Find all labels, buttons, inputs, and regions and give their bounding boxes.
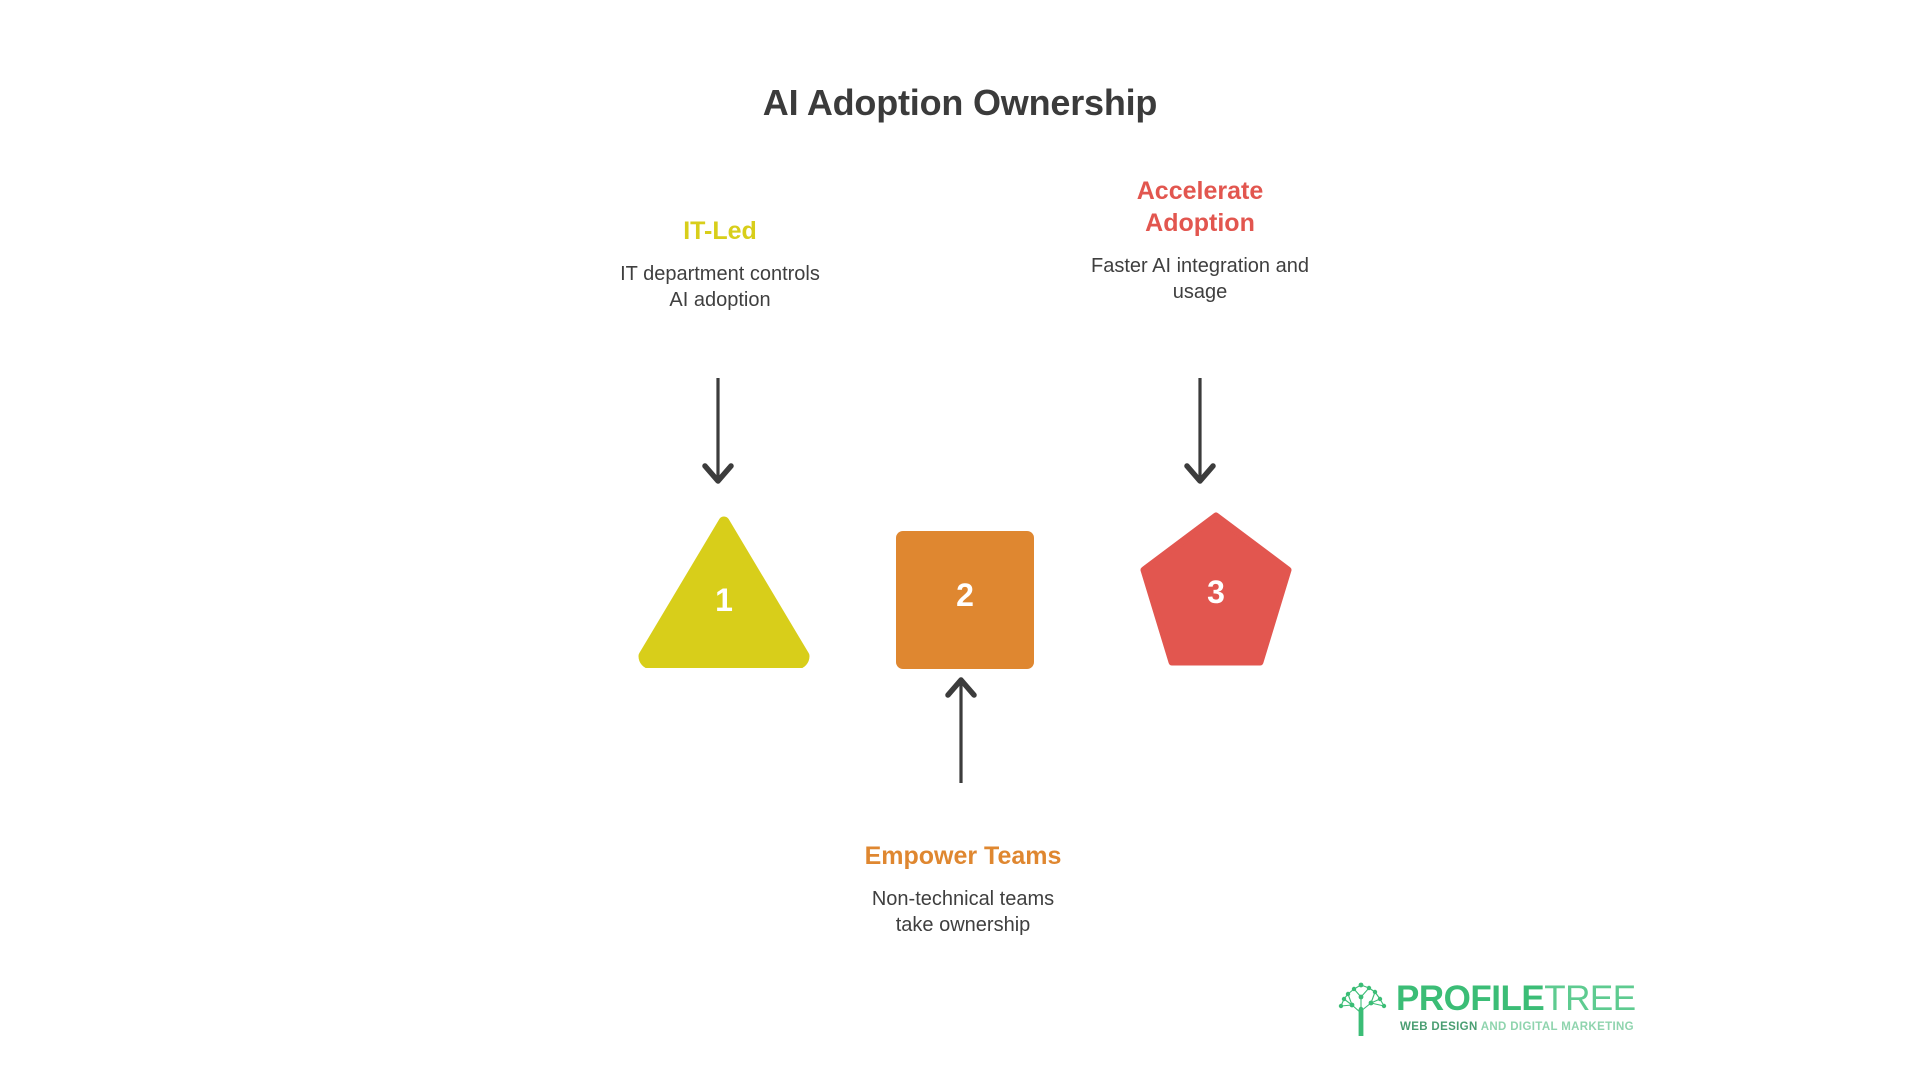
step-1-label-block: IT-Led IT department controls AI adoptio… [575, 215, 865, 314]
step-3-description-line-1: Faster AI integration and [1091, 255, 1309, 277]
step-3-arrow [1182, 378, 1218, 495]
step-2-description-line-2: take ownership [895, 914, 1031, 937]
logo-tagline: WEB DESIGN AND DIGITAL MARKETING [1400, 1021, 1634, 1033]
step-1-description-line-1: IT department controls [620, 263, 820, 285]
logo-wordmark: PROFILETREE [1396, 981, 1636, 1016]
logo-word-profile: PROFILE [1396, 979, 1545, 1018]
step-2-number: 2 [956, 577, 974, 613]
logo-tagline-light: DIGITAL MARKETING [1510, 1021, 1634, 1033]
step-1-description: IT department controls AI adoption [575, 261, 865, 314]
step-2-description-line-1: Non-technical teams [871, 888, 1055, 910]
step-1-shape-triangle[interactable]: 1 [638, 516, 810, 670]
step-2-arrow [943, 673, 979, 788]
step-3-description: Faster AI integration and usage [1055, 253, 1345, 306]
triangle-icon [638, 516, 810, 670]
page-title: AI Adoption Ownership [762, 82, 1158, 123]
step-1-description-line-2: AI adoption [669, 289, 771, 312]
logo-word-tree: TREE [1544, 979, 1636, 1018]
step-2-label-block: Empower Teams Non-technical teams take o… [818, 840, 1108, 939]
step-1-arrow [700, 378, 736, 495]
step-2-heading: Empower Teams [864, 842, 1062, 870]
arrow-up-icon [945, 677, 977, 783]
step-3-shape-pentagon[interactable]: 3 [1140, 512, 1292, 669]
step-3-heading: Accelerate Adoption [1055, 175, 1345, 239]
pentagon-icon [1140, 512, 1292, 666]
step-2-shape-square[interactable]: 2 [896, 531, 1034, 669]
step-3-description-line-2: usage [1172, 281, 1228, 304]
logo-tagline-bold: WEB DESIGN [1400, 1021, 1478, 1033]
step-1-heading: IT-Led [683, 217, 757, 245]
step-2-description: Non-technical teams take ownership [818, 886, 1108, 939]
arrow-down-icon [1184, 378, 1216, 484]
logo-tagline-mid: AND [1477, 1021, 1511, 1033]
arrow-down-icon [702, 378, 734, 484]
step-3-heading-line-2: Adoption [1145, 209, 1255, 237]
step-3-label-block: Accelerate Adoption Faster AI integratio… [1055, 175, 1345, 306]
profiletree-logo[interactable]: PROFILETREE WEB DESIGN AND DIGITAL MARKE… [1330, 977, 1636, 1043]
step-3-heading-line-1: Accelerate [1136, 177, 1264, 205]
tree-network-icon [1338, 982, 1387, 1036]
